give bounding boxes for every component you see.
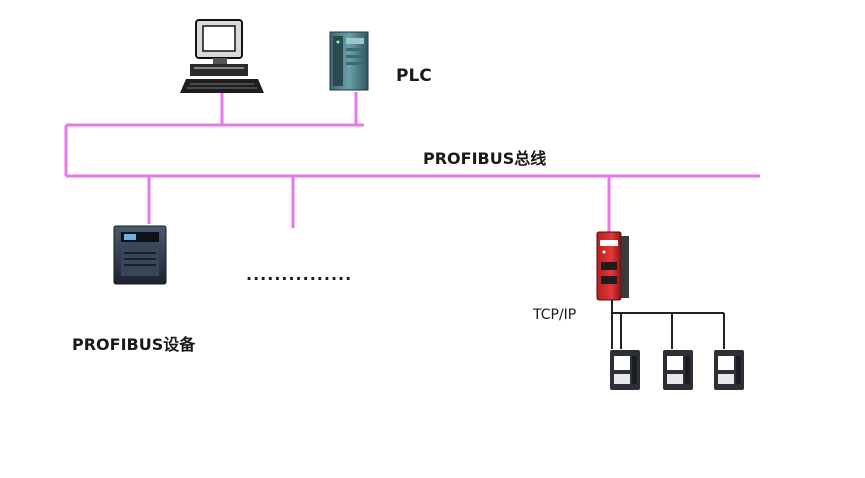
- ellipsis-label: ...............: [246, 265, 353, 284]
- gateway-icon: [596, 231, 629, 301]
- profibus-device-label: PROFIBUS设备: [72, 335, 196, 354]
- servo-drive-1-icon: [610, 350, 640, 390]
- servo-drive-2-icon: [663, 350, 693, 390]
- servo-drive-3-icon: [714, 350, 744, 390]
- computer-icon: [180, 19, 264, 93]
- profibus-drive-icon: [113, 225, 167, 285]
- profibus-bus-lines: [64, 92, 760, 232]
- plc-icon: [329, 31, 369, 91]
- tcpip-lines: [611, 300, 725, 349]
- bus-label: PROFIBUS总线: [423, 149, 547, 168]
- tcpip-label: TCP/IP: [533, 307, 577, 323]
- plc-label: PLC: [396, 66, 432, 86]
